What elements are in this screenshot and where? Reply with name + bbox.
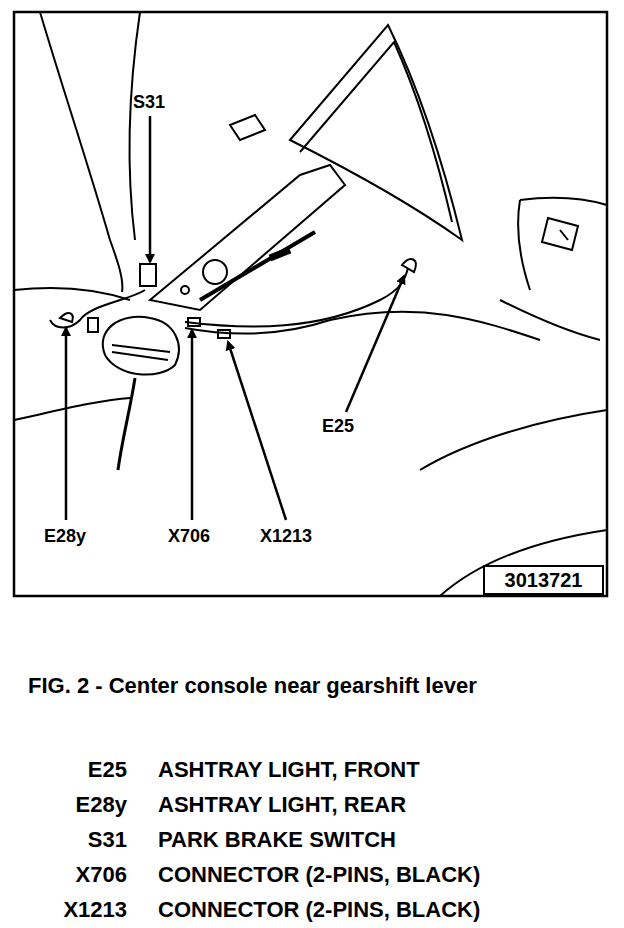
console-slot xyxy=(230,115,265,140)
console-hole xyxy=(203,260,227,284)
connector-x1213 xyxy=(218,330,230,338)
seat-back-left-edge xyxy=(130,12,140,240)
brake-lever-boot xyxy=(290,25,462,240)
brake-lever-boot-seam xyxy=(300,42,452,222)
legend-code: E25 xyxy=(14,757,127,783)
connector xyxy=(88,318,98,332)
callout-code: X706 xyxy=(168,526,210,548)
park-brake-switch xyxy=(140,264,156,286)
legend-description: PARK BRAKE SWITCH xyxy=(158,827,396,853)
callout-code: S31 xyxy=(133,92,165,114)
leader-e25 xyxy=(346,276,404,412)
interior-drawing xyxy=(14,12,607,596)
legend-description: ASHTRAY LIGHT, FRONT xyxy=(158,757,420,783)
figure-caption: FIG. 2 - Center console near gearshift l… xyxy=(28,673,477,699)
floor-line-right xyxy=(440,530,607,596)
shifter-boot-ribs xyxy=(112,345,170,360)
wire-e25 xyxy=(185,268,408,327)
console-panel xyxy=(150,165,345,310)
seat-right xyxy=(518,198,607,290)
seat-belt-buckle xyxy=(542,218,578,250)
legend-code: X1213 xyxy=(14,897,127,923)
leader-lines xyxy=(66,116,404,520)
ashtray-bulb-front xyxy=(402,259,416,272)
callout-code: E28y xyxy=(44,526,86,548)
shifter-boot xyxy=(103,317,179,375)
callout-code: E25 xyxy=(322,416,354,438)
figure-id: 3013721 xyxy=(483,565,604,595)
brake-rod xyxy=(200,232,315,300)
leader-x706 xyxy=(191,330,194,520)
callout-code: X1213 xyxy=(260,526,312,548)
figure-frame xyxy=(14,12,607,596)
legend-code: X706 xyxy=(14,862,127,888)
connector-x706 xyxy=(188,318,200,326)
leader-e28y xyxy=(65,328,68,520)
leader-s31 xyxy=(149,116,152,262)
legend-description: ASHTRAY LIGHT, REAR xyxy=(158,792,406,818)
ashtray-bulb-rear xyxy=(60,313,73,322)
gear-lever xyxy=(118,378,135,470)
wire-harness xyxy=(185,312,540,340)
console-hole xyxy=(181,286,189,294)
seat-belt xyxy=(500,300,600,340)
brake-rod-nut xyxy=(270,250,290,258)
floor-line-left xyxy=(14,398,130,420)
legend-code: S31 xyxy=(14,827,127,853)
leader-x1213 xyxy=(228,342,286,520)
legend-description: CONNECTOR (2-PINS, BLACK) xyxy=(158,862,480,888)
seat-cushion-right xyxy=(420,410,607,470)
legend-description: CONNECTOR (2-PINS, BLACK) xyxy=(158,897,480,923)
seat-cushion-left xyxy=(14,288,130,300)
seat-back-left xyxy=(40,12,122,292)
legend-code: E28y xyxy=(14,792,127,818)
